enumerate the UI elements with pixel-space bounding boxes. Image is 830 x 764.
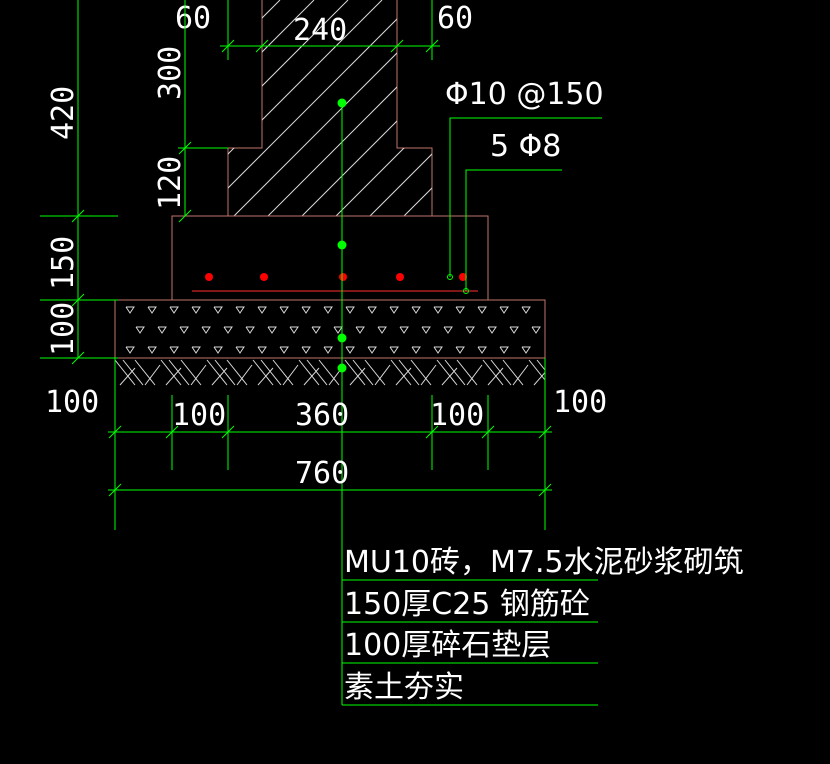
compacted-soil	[115, 359, 545, 386]
note-soil: 素土夯实	[344, 670, 464, 705]
dim-top-60-right: 60	[437, 1, 473, 36]
center-dot	[337, 240, 347, 250]
dim-bottom-100-a: 100	[172, 398, 226, 433]
dim-bottom-100-right: 100	[553, 385, 607, 420]
main-rebar-label: 5 Φ8	[490, 129, 561, 164]
brick-wall	[227, 0, 433, 216]
rebar-leaders: Φ10 @150 5 Φ8	[445, 77, 604, 294]
rebar-dot	[260, 273, 268, 281]
rebar-dot	[459, 273, 467, 281]
rebar-dot	[205, 273, 213, 281]
dim-left-120: 120	[153, 156, 188, 210]
dim-left-300: 300	[153, 46, 188, 100]
dim-bottom-100-b: 100	[430, 398, 484, 433]
center-dot	[337, 98, 347, 108]
stirrup-label: Φ10 @150	[445, 77, 604, 112]
note-gravel: 100厚碎石垫层	[344, 628, 551, 663]
left-dimensions: 300 120 420 150 100	[40, 0, 228, 365]
bottom-dimensions: 100 100 360 100 100 760	[45, 358, 607, 530]
rebar-dot	[396, 273, 404, 281]
dim-top-240: 240	[293, 13, 347, 48]
dim-bottom-100-left: 100	[45, 385, 99, 420]
note-brick: MU10砖，M7.5水泥砂浆砌筑	[344, 545, 744, 580]
dim-top-60-left: 60	[175, 1, 211, 36]
dim-left-420: 420	[46, 86, 81, 140]
center-dot	[337, 363, 347, 373]
material-notes: MU10砖，M7.5水泥砂浆砌筑 150厚C25 钢筋砼 100厚碎石垫层 素土…	[342, 545, 744, 706]
dim-left-100: 100	[46, 302, 81, 356]
top-dimensions: 60 240 60	[175, 0, 473, 60]
dim-bottom-360: 360	[295, 398, 349, 433]
dim-bottom-760: 760	[295, 456, 349, 491]
dim-left-150: 150	[46, 236, 81, 290]
concrete-footing	[171, 215, 489, 301]
gravel-cushion	[114, 299, 546, 359]
rebar-dot	[339, 273, 347, 281]
center-dot	[337, 333, 347, 343]
note-concrete: 150厚C25 钢筋砼	[344, 587, 590, 622]
